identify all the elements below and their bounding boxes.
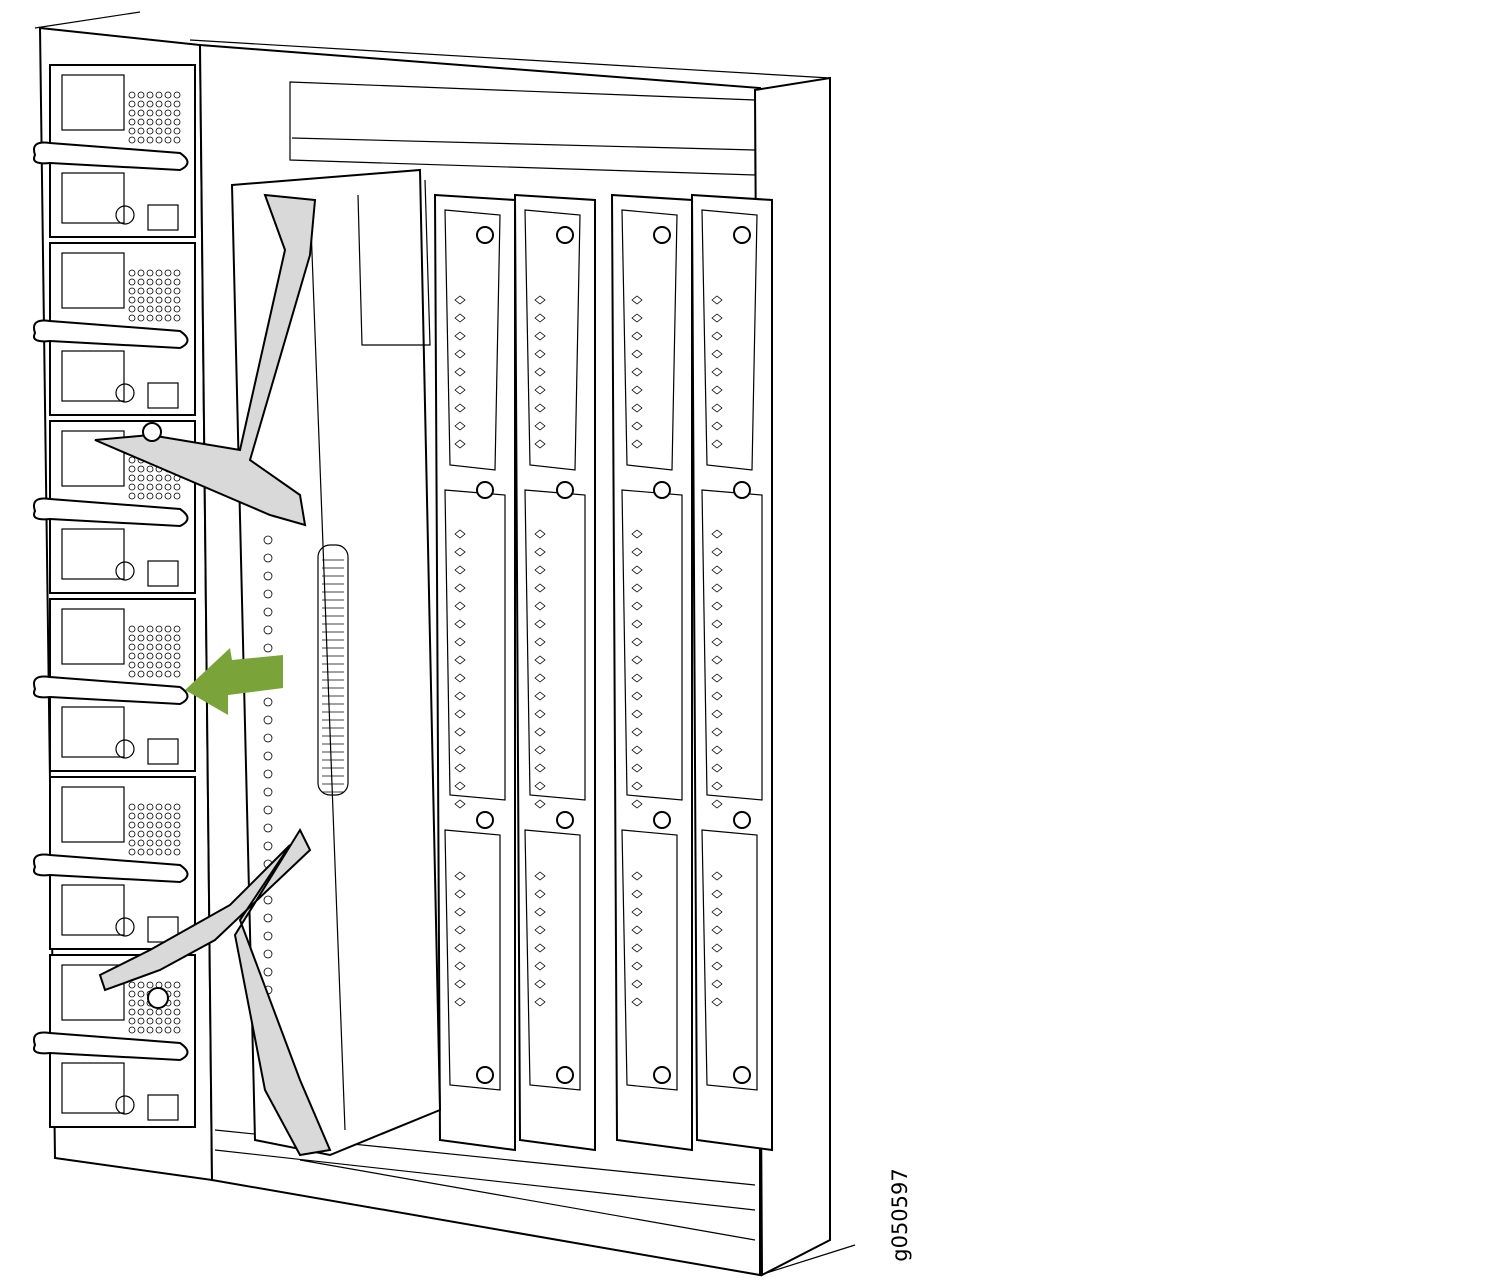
- captive-screw-icon[interactable]: [147, 987, 169, 1009]
- ejector-knob-icon[interactable]: [115, 739, 135, 759]
- power-supply[interactable]: [33, 776, 196, 950]
- power-switch-icon[interactable]: [147, 1094, 179, 1121]
- power-inlet-icon: [61, 252, 125, 309]
- line-card[interactable]: [690, 193, 773, 1152]
- power-supply[interactable]: [33, 242, 196, 416]
- power-switch-icon[interactable]: [147, 738, 179, 765]
- captive-screw-icon[interactable]: [476, 1066, 494, 1084]
- removed-line-card: [94, 168, 442, 1157]
- captive-screw-icon[interactable]: [476, 226, 494, 244]
- removal-direction-arrow-icon: [185, 648, 283, 715]
- captive-screw-icon[interactable]: [653, 1066, 671, 1084]
- power-supply-handle[interactable]: [33, 853, 189, 884]
- ejector-knob-icon[interactable]: [115, 205, 135, 225]
- captive-screw-icon[interactable]: [653, 811, 671, 829]
- chassis-top-edge: [34, 11, 831, 79]
- power-inlet-icon: [61, 74, 125, 131]
- line-card[interactable]: [610, 193, 693, 1152]
- power-supply-handle[interactable]: [33, 141, 189, 172]
- power-supply-handle[interactable]: [33, 497, 189, 528]
- power-inlet-icon: [61, 608, 125, 665]
- power-inlet-icon: [61, 430, 125, 487]
- lower-ejector-handle[interactable]: [98, 827, 332, 1157]
- captive-screw-icon[interactable]: [556, 811, 574, 829]
- ejector-knob-icon[interactable]: [115, 1095, 135, 1115]
- power-supply[interactable]: [33, 598, 196, 772]
- captive-screw-icon[interactable]: [556, 481, 574, 499]
- power-switch-icon[interactable]: [147, 382, 179, 409]
- power-supplies: [33, 64, 196, 1128]
- power-switch-icon[interactable]: [147, 560, 179, 587]
- figure-id-text: g050597: [888, 1168, 912, 1262]
- power-supply[interactable]: [33, 954, 196, 1128]
- captive-screw-icon[interactable]: [556, 1066, 574, 1084]
- captive-screw-icon[interactable]: [653, 481, 671, 499]
- captive-screw-icon[interactable]: [733, 811, 751, 829]
- power-inlet-icon: [61, 172, 125, 224]
- captive-screw-icon[interactable]: [476, 811, 494, 829]
- installed-line-cards: [433, 193, 773, 1152]
- power-inlet-icon: [61, 884, 125, 936]
- captive-screw-icon[interactable]: [142, 422, 162, 442]
- line-card[interactable]: [513, 193, 596, 1152]
- power-inlet-icon: [61, 528, 125, 580]
- captive-screw-icon[interactable]: [733, 1066, 751, 1084]
- ejector-knob-icon[interactable]: [115, 383, 135, 403]
- captive-screw-icon[interactable]: [733, 481, 751, 499]
- upper-ejector-handle[interactable]: [94, 193, 317, 527]
- power-inlet-icon: [61, 964, 125, 1021]
- captive-screw-icon[interactable]: [476, 481, 494, 499]
- power-supply-handle[interactable]: [33, 1031, 189, 1062]
- captive-screw-icon[interactable]: [653, 226, 671, 244]
- power-supply-handle[interactable]: [33, 675, 189, 706]
- line-card[interactable]: [433, 193, 516, 1152]
- captive-screw-icon[interactable]: [733, 226, 751, 244]
- power-inlet-icon: [61, 1062, 125, 1114]
- power-supply[interactable]: [33, 64, 196, 238]
- power-inlet-icon: [61, 350, 125, 402]
- ejector-knob-icon[interactable]: [115, 917, 135, 937]
- power-inlet-icon: [61, 786, 125, 843]
- power-supply-handle[interactable]: [33, 319, 189, 350]
- power-inlet-icon: [61, 706, 125, 758]
- figure-id-label: g050597: [870, 1165, 930, 1265]
- power-switch-icon[interactable]: [147, 204, 179, 231]
- captive-screw-icon[interactable]: [556, 226, 574, 244]
- ejector-knob-icon[interactable]: [115, 561, 135, 581]
